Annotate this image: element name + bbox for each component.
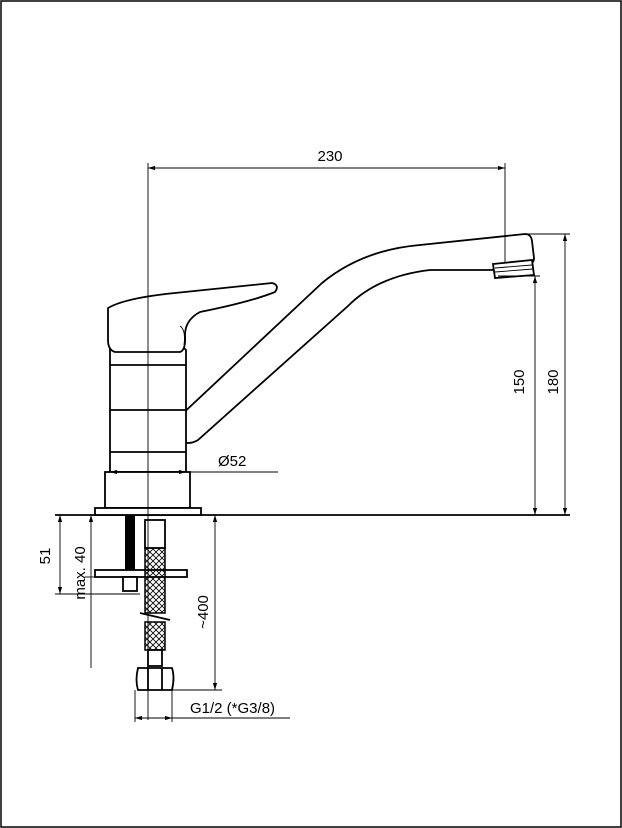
lever-handle <box>107 282 278 353</box>
dim-mount-depth: 51 <box>37 548 54 565</box>
base-ring <box>104 471 191 509</box>
faucet-body <box>94 233 536 516</box>
aerator <box>491 259 536 279</box>
dimension-lines <box>57 165 568 721</box>
dim-height-total: 180 <box>545 369 562 394</box>
dim-diameter-base: Ø52 <box>218 453 246 470</box>
mounting-plate <box>94 569 188 578</box>
dim-hose-length: ~400 <box>195 595 212 629</box>
dim-width-top: 230 <box>317 148 342 165</box>
dim-thread: G1/2 (*G3/8) <box>190 700 275 717</box>
extension-lines <box>55 163 570 722</box>
threaded-rod <box>125 515 135 575</box>
mounting-assembly <box>94 515 188 691</box>
dim-height-spout: 150 <box>511 369 528 394</box>
hose-nut <box>135 667 175 691</box>
spout <box>177 233 535 444</box>
dim-max-counter: max. 40 <box>72 546 89 599</box>
